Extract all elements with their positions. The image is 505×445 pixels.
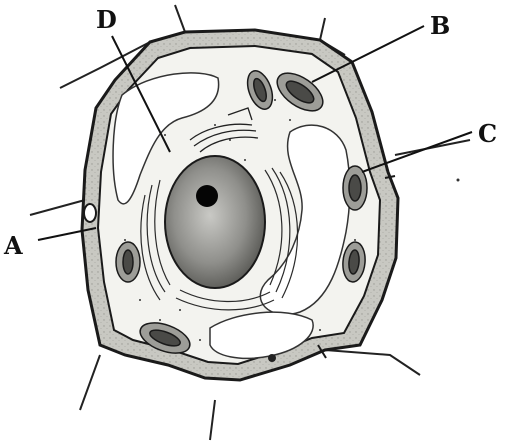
stray-mark (457, 179, 460, 182)
chloroplast-c (343, 166, 367, 210)
label-d: D (96, 5, 117, 34)
nucleus (165, 156, 265, 288)
label-c: C (478, 119, 497, 148)
chloroplast-left (116, 242, 140, 282)
label-a: A (3, 231, 23, 260)
granule (268, 354, 276, 362)
nucleolus (196, 185, 218, 207)
label-b: B (430, 11, 450, 40)
